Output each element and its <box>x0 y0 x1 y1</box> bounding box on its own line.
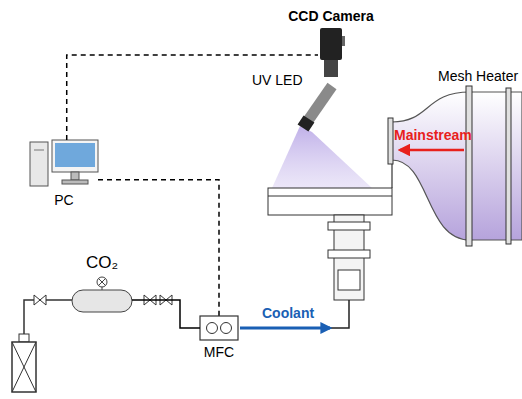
coolant-label: Coolant <box>262 305 314 321</box>
plenum-flange <box>328 250 370 258</box>
node-label: CO₂ <box>86 253 118 273</box>
node-label: CCD Camera <box>288 8 374 24</box>
flow-label: Mainstream <box>394 127 472 143</box>
camera-connector <box>342 36 345 46</box>
gas-tank <box>72 290 132 312</box>
uv-led-body <box>307 86 332 122</box>
gas-bottle <box>12 342 36 392</box>
mesh-heater <box>506 88 511 244</box>
test-section-wall <box>391 164 392 188</box>
plenum-flange <box>328 222 370 230</box>
pc-screen <box>55 143 95 167</box>
uv-light-beam <box>272 126 372 188</box>
heater-label: Mesh Heater <box>438 68 518 84</box>
signal-line <box>98 180 219 316</box>
wind-tunnel <box>392 92 522 240</box>
test-plate <box>268 188 392 215</box>
pc-monitor <box>52 140 98 172</box>
coolant-pipe <box>328 300 349 328</box>
gas-line <box>132 300 200 328</box>
flow-controller-node: MFC <box>200 316 238 340</box>
node-label: MFC <box>204 344 234 360</box>
camera-lens <box>324 60 338 77</box>
gas-supply-node: CO₂ <box>72 277 132 312</box>
bottle-cross <box>12 342 36 392</box>
test-plate-surface <box>268 196 392 197</box>
signal-line <box>67 55 318 140</box>
mfc-rotor <box>221 323 232 334</box>
monitor-base <box>62 180 88 184</box>
coolant-arrow <box>240 327 330 330</box>
bottle-neck <box>19 334 29 342</box>
computer-node: PC <box>30 140 98 188</box>
tunnel-flange <box>466 86 472 246</box>
gauge-cross <box>99 279 106 286</box>
plenum-flange <box>338 270 360 290</box>
mfc-box <box>200 316 238 340</box>
bottle-cross <box>12 342 36 392</box>
valve-symbol <box>34 295 46 305</box>
camera-body <box>320 28 342 60</box>
pc-drive <box>34 150 44 151</box>
led-label: UV LED <box>252 72 303 88</box>
gas-pipe <box>24 300 72 334</box>
mfc-rotor <box>207 323 218 334</box>
camera-node: CCD Camera <box>318 28 344 78</box>
pressure-gauge <box>97 277 107 287</box>
uv-led-head <box>303 119 309 128</box>
pc-tower <box>30 142 48 186</box>
mainstream-arrow <box>400 149 464 152</box>
monitor-stand <box>71 172 79 180</box>
gauge-cross <box>99 279 106 286</box>
node-label: PC <box>54 192 73 208</box>
tunnel-flange <box>388 118 393 164</box>
